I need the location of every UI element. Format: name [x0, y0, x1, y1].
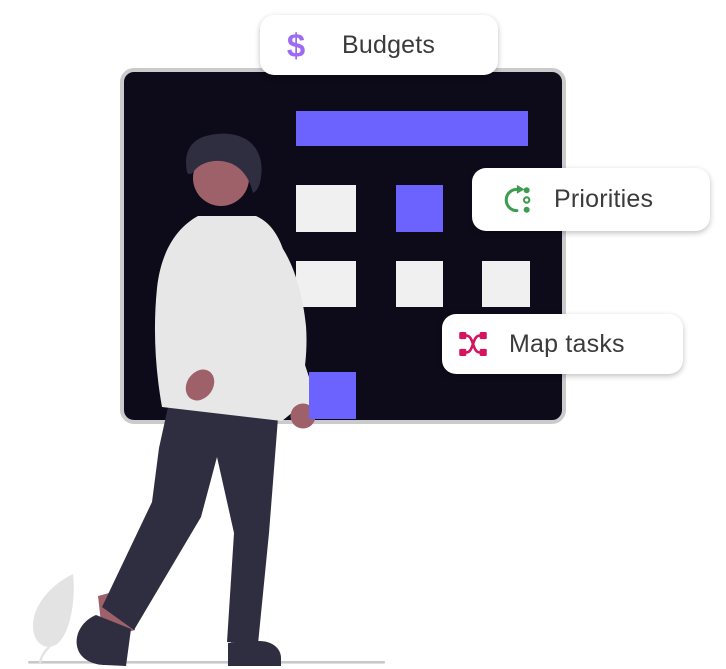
board-square — [482, 261, 530, 307]
person-back-shoe — [76, 615, 131, 666]
node-top-right — [479, 332, 487, 340]
plant-stem — [38, 644, 52, 664]
person-right-forearm — [277, 339, 316, 416]
person-sweater — [154, 216, 307, 421]
priorities-card[interactable]: Priorities — [472, 168, 710, 231]
person-left-hand — [185, 369, 215, 401]
board-square — [396, 261, 443, 307]
board-square — [296, 261, 356, 307]
dollar-icon: $ — [286, 26, 306, 64]
priorities-cycle-icon — [504, 184, 531, 213]
budgets-label: Budgets — [342, 30, 436, 59]
budgets-card[interactable]: $ Budgets — [260, 15, 498, 75]
board-title-bar — [296, 111, 528, 146]
person-front-shoe — [228, 641, 281, 666]
cycle-arc — [504, 187, 519, 212]
board-square-held — [309, 372, 356, 419]
board-square — [396, 185, 443, 232]
person-hair — [186, 133, 262, 193]
dot-top — [523, 186, 530, 193]
node-bottom-left — [459, 348, 467, 356]
cycle-arrowhead — [516, 184, 525, 194]
dot-middle-ring — [522, 195, 531, 204]
node-top-left — [459, 332, 467, 340]
ground-line — [28, 661, 385, 664]
connector-curve-up — [465, 334, 481, 354]
person-pants — [102, 407, 278, 644]
plant-leaf — [32, 574, 74, 647]
board-square — [296, 185, 356, 232]
map-tasks-shuffle-icon — [459, 332, 487, 356]
node-bottom-right — [479, 348, 487, 356]
priorities-label: Priorities — [554, 185, 654, 213]
dot-bottom — [523, 206, 530, 213]
map-tasks-card[interactable]: Map tasks — [442, 314, 683, 374]
map-tasks-label: Map tasks — [509, 329, 625, 358]
